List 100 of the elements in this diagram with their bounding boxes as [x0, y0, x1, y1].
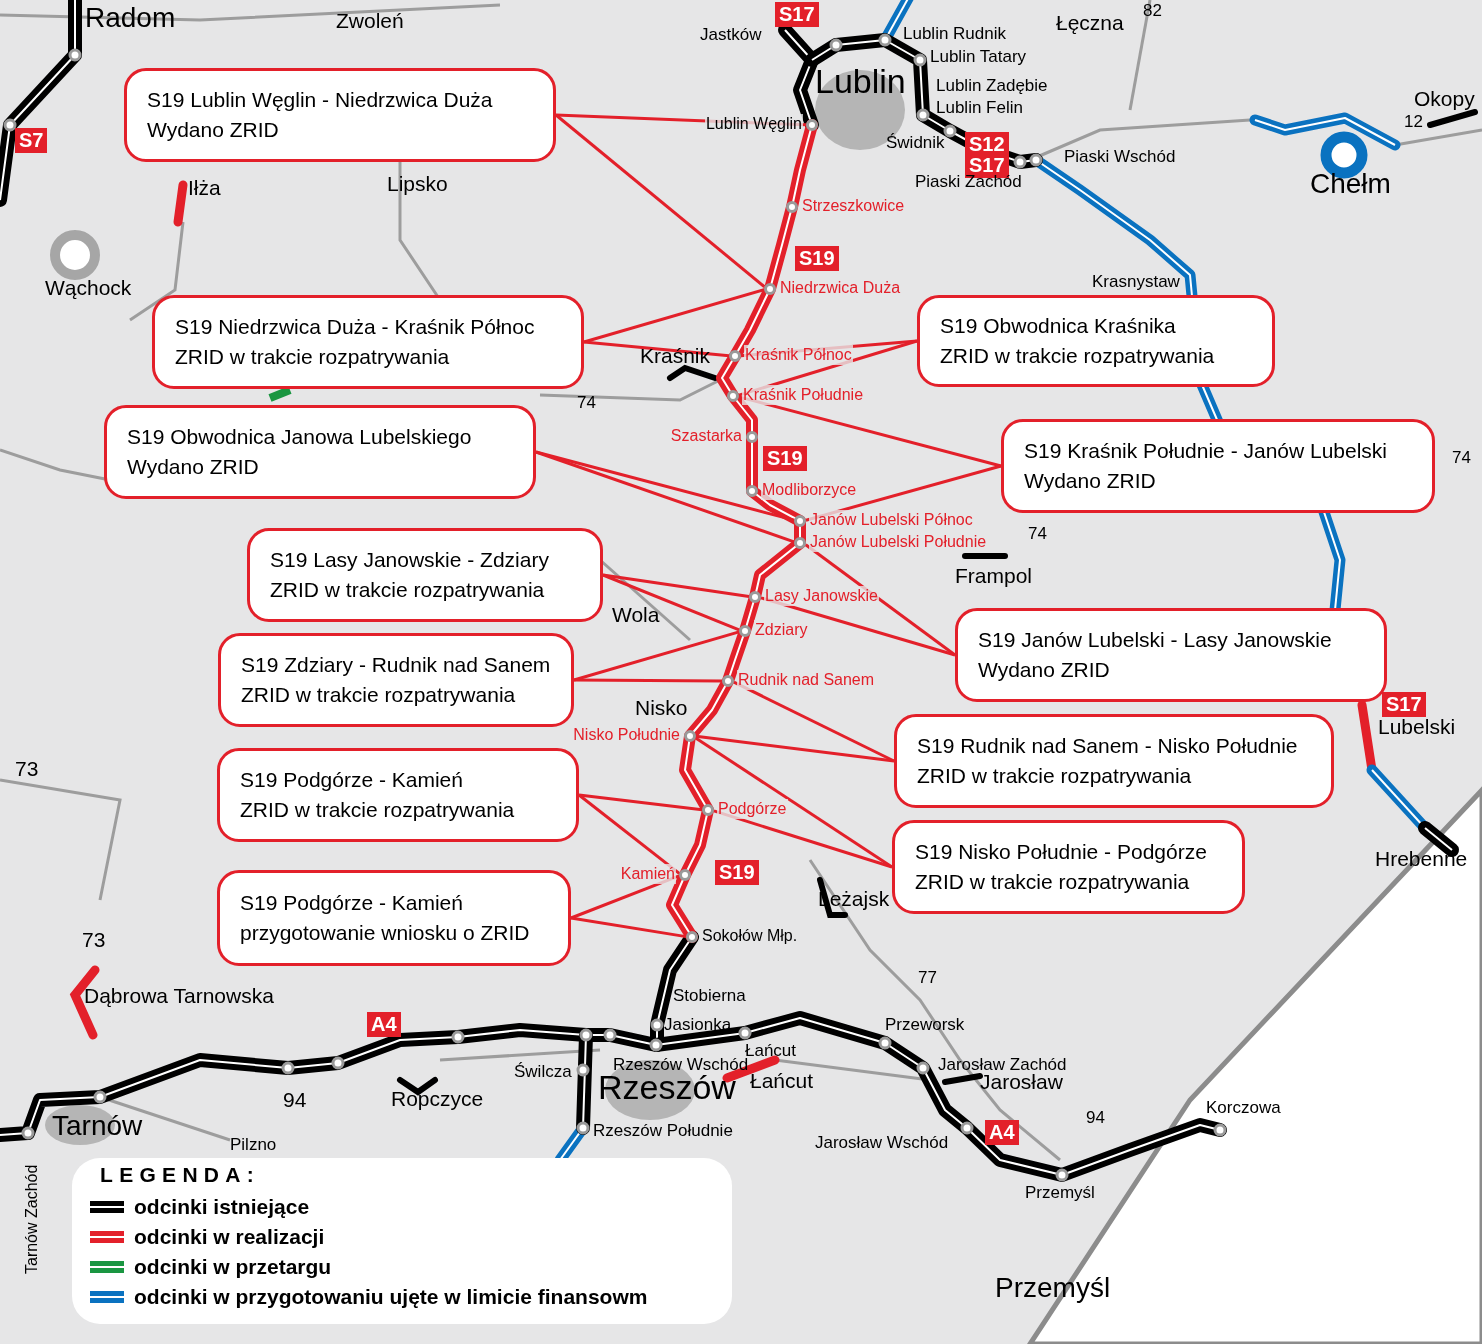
status-text: Wydano ZRID	[978, 657, 1111, 683]
road-number-sign: S19	[715, 860, 759, 885]
junction-label: Lasy Janowskie	[764, 586, 879, 606]
callout-box	[217, 748, 579, 842]
place-name: Stobierna	[673, 985, 746, 1007]
section-title: S19 Kraśnik Południe - Janów Lubelski	[1024, 438, 1389, 464]
leader-line	[602, 573, 740, 632]
place-name: 94	[283, 1087, 307, 1113]
leader-line	[695, 734, 895, 763]
place-name: 82	[1143, 0, 1162, 22]
place-name: Nisko	[635, 695, 688, 721]
place-name: 73	[82, 927, 106, 953]
section-title: S19 Podgórze - Kamień	[240, 890, 464, 916]
place-name: Lublin Zadębie	[936, 75, 1048, 97]
status-text: ZRID w trakcie rozpatrywania	[915, 869, 1191, 895]
place-name: 74	[1452, 447, 1471, 469]
place-name: 77	[918, 967, 937, 989]
callout-box	[894, 714, 1334, 808]
status-text: ZRID w trakcie rozpatrywania	[240, 797, 516, 823]
leader-line	[760, 596, 956, 657]
leader-line	[573, 630, 740, 682]
legend-text: odcinki w przetargu	[134, 1254, 332, 1280]
leader-line	[555, 113, 766, 288]
callout-box	[1001, 419, 1435, 513]
status-text: Wydano ZRID	[127, 454, 260, 480]
status-text: ZRID w trakcie rozpatrywania	[917, 763, 1193, 789]
junction-label: Modliborzyce	[761, 480, 858, 500]
leader-line	[535, 450, 795, 544]
section-title: S19 Nisko Południe - Podgórze	[915, 839, 1208, 865]
place-name: 74	[577, 392, 596, 414]
place-name: Łęczna	[1056, 10, 1124, 36]
road-number-sign: S19	[763, 446, 807, 471]
callout-box	[247, 528, 603, 622]
place-name: 94	[1086, 1107, 1105, 1129]
city-name: Tarnów	[52, 1109, 143, 1143]
place-name: Lublin Tatary	[930, 46, 1027, 68]
place-name: Krasnystaw	[1092, 271, 1180, 293]
junction-label: Kraśnik Północ	[744, 345, 853, 365]
section-title: S19 Podgórze - Kamień	[240, 767, 464, 793]
status-text: Wydano ZRID	[147, 117, 280, 143]
legend-text: odcinki w realizacji	[134, 1224, 325, 1250]
junction-label: Lublin Węglin	[704, 114, 803, 134]
status-text: ZRID w trakcie rozpatrywania	[270, 577, 546, 603]
junction-label: Zdziary	[754, 620, 809, 640]
section-title: S19 Rudnik nad Sanem - Nisko Południe	[917, 733, 1299, 759]
place-name: Kraśnik	[640, 343, 711, 369]
road-number-sign: S17	[775, 2, 819, 27]
callout-box	[152, 295, 584, 389]
junction-label: Rudnik nad Sanem	[737, 670, 876, 690]
junction-label: Kamień	[619, 864, 676, 884]
junction-label: Podgórze	[717, 799, 788, 819]
place-name: Korczowa	[1206, 1097, 1281, 1119]
junction-label: Sokołów Młp.	[701, 926, 799, 946]
road-number-sign: S7	[15, 128, 48, 153]
callout-box	[218, 633, 574, 727]
legend-text: odcinki w przygotowaniu ujęte w limicie finansowm	[134, 1284, 648, 1310]
place-name: Ropczyce	[391, 1086, 484, 1112]
place-name: Lipsko	[387, 171, 448, 197]
junction-label: Janów Lubelski Południe	[809, 532, 988, 552]
callout-box	[217, 870, 571, 966]
place-name: Lublin Felin	[936, 97, 1023, 119]
section-title: S19 Lasy Janowskie - Zdziary	[270, 547, 550, 573]
leader-line	[570, 916, 687, 939]
leader-line	[583, 288, 765, 344]
place-name: Lublin Rudnik	[903, 23, 1006, 45]
city-name: Przemyśl	[995, 1271, 1111, 1305]
city-name: Radom	[85, 1, 176, 35]
status-text: przygotowanie wniosku o ZRID	[240, 920, 531, 946]
place-name: Jarosław Wschód	[815, 1132, 949, 1154]
status-text: Wydano ZRID	[1024, 468, 1157, 494]
section-title: S19 Zdziary - Rudnik nad Sanem	[241, 652, 551, 678]
leader-line	[578, 793, 703, 812]
place-name: Świdnik	[886, 132, 945, 154]
place-name: 74	[1028, 523, 1047, 545]
city-name: Lublin	[815, 61, 906, 102]
status-text: ZRID w trakcie rozpatrywania	[241, 682, 517, 708]
leader-line	[738, 395, 1002, 468]
place-name: Piaski Wschód	[1064, 146, 1176, 168]
leader-line	[570, 874, 680, 920]
junction-label: Kraśnik Południe	[742, 385, 865, 405]
callout-box	[955, 608, 1387, 702]
place-name: Jastków	[700, 24, 762, 46]
place-name: Zwoleń	[336, 8, 404, 34]
callout-box	[124, 68, 556, 162]
status-text: ZRID w trakcie rozpatrywania	[175, 344, 451, 370]
place-name: Przemyśl	[1025, 1182, 1095, 1204]
section-title: S19 Lublin Węglin - Niedrzwica Duża	[147, 87, 494, 113]
place-name: Rzeszów Południe	[593, 1120, 733, 1142]
place-name: Iłża	[188, 175, 221, 201]
section-title: S19 Niedrzwica Duża - Kraśnik Północ	[175, 314, 536, 340]
callout-box	[892, 820, 1245, 914]
place-name: Pilzno	[230, 1134, 277, 1156]
status-text: ZRID w trakcie rozpatrywania	[940, 343, 1216, 369]
section-title: S19 Obwodnica Kraśnika	[940, 313, 1177, 339]
legend-text: odcinki istniejące	[134, 1194, 310, 1220]
place-name: 73	[15, 756, 39, 782]
place-name: Jasionka	[664, 1014, 732, 1036]
place-name: Rzeszów Wschód	[613, 1055, 749, 1075]
legend-title: LEGENDA:	[100, 1162, 261, 1188]
leader-line	[713, 809, 893, 869]
